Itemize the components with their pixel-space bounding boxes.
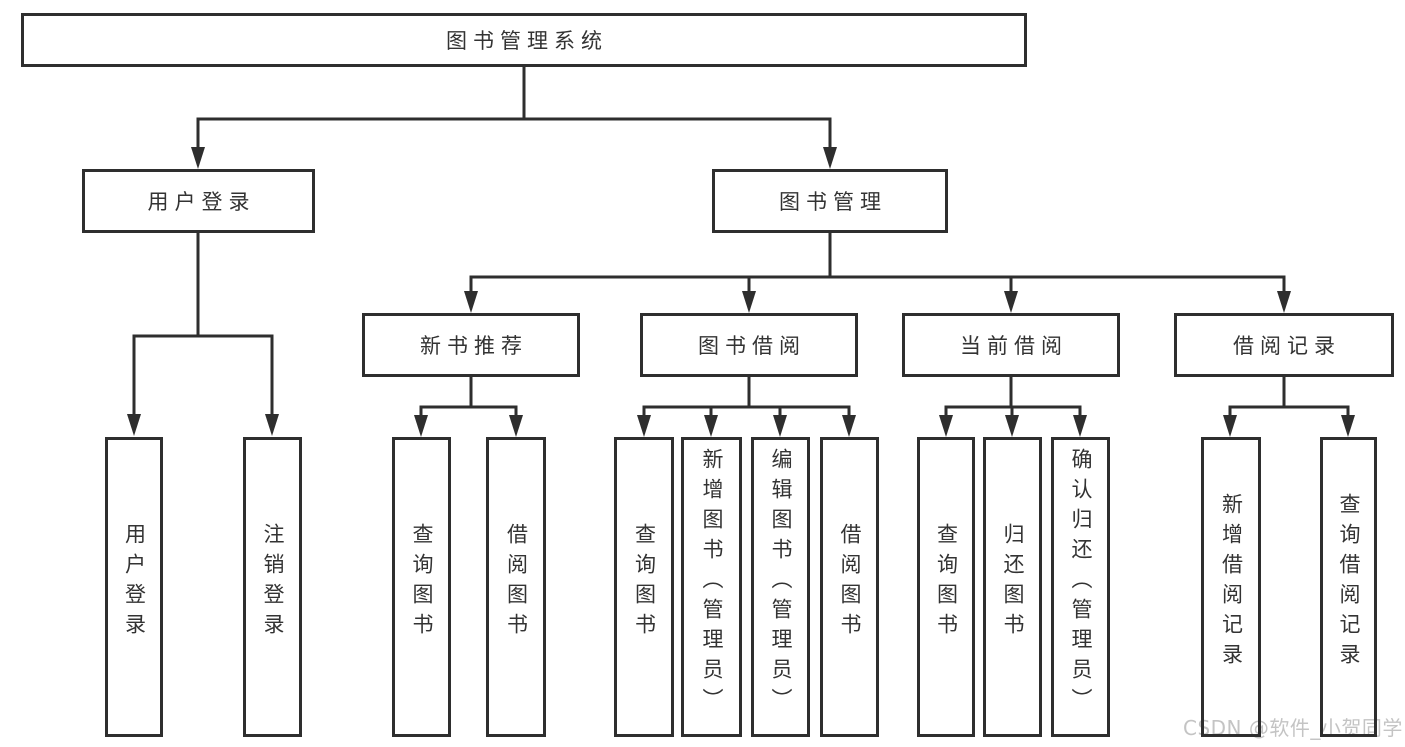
arrowhead-icon [637,415,651,437]
leaf-edit-book-admin: 编辑图书（管理员） [751,437,810,737]
leaf-user-login: 用户登录 [105,437,163,737]
arrowhead-icon [191,147,205,169]
leaf-label: 查询图书 [410,522,434,643]
leaf-label: 查询图书 [632,522,657,643]
node-label: 图书借阅 [698,334,806,358]
arrowhead-icon [1073,415,1087,437]
leaf-label: 编辑图书（管理员） [769,447,793,718]
leaf-query-borrow-record: 查询借阅记录 [1320,437,1377,737]
arrowhead-icon [265,414,279,436]
leaf-query-books-current: 查询图书 [917,437,975,737]
leaf-confirm-return-admin: 确认归还（管理员） [1051,437,1110,737]
node-label: 图书管理 [779,190,887,214]
leaf-query-books-borrowing: 查询图书 [614,437,674,737]
leaf-label: 借阅图书 [504,522,529,643]
node-borrowing-records: 借阅记录 [1174,313,1394,377]
arrowhead-icon [127,414,141,436]
arrowhead-icon [1341,415,1355,437]
node-library-management-system: 图书管理系统 [21,13,1027,67]
arrowhead-icon [704,415,718,437]
arrowhead-icon [939,415,953,437]
leaf-label: 用户登录 [122,522,147,643]
node-label: 借阅记录 [1233,334,1341,358]
leaf-query-books-recommendation: 查询图书 [392,437,451,737]
leaf-borrow-books-recommendation: 借阅图书 [486,437,546,737]
leaf-add-book-admin: 新增图书（管理员） [681,437,742,737]
leaf-label: 新增图书（管理员） [700,447,724,718]
node-label: 新书推荐 [420,334,528,358]
leaf-label: 新增借阅记录 [1219,492,1244,673]
arrowhead-icon [1005,415,1019,437]
arrowhead-icon [414,415,428,437]
arrowhead-icon [773,415,787,437]
leaf-label: 查询借阅记录 [1337,492,1361,673]
leaf-label: 确认归还（管理员） [1069,447,1093,718]
arrowhead-icon [842,415,856,437]
node-new-book-recommendation: 新书推荐 [362,313,580,377]
arrowhead-icon [464,291,478,313]
node-label: 图书管理系统 [446,29,608,53]
arrowhead-icon [742,291,756,313]
leaf-label: 注销登录 [261,522,285,643]
arrowhead-icon [1277,291,1291,313]
arrowhead-icon [1004,291,1018,313]
leaf-add-borrow-record: 新增借阅记录 [1201,437,1261,737]
arrowhead-icon [823,147,837,169]
leaf-label: 归还图书 [1001,522,1025,643]
arrowhead-icon [1223,415,1237,437]
leaf-label: 借阅图书 [838,522,862,643]
watermark: CSDN @软件_小贺同学 [1183,716,1403,740]
node-user-login: 用户登录 [82,169,315,233]
leaf-label: 查询图书 [934,522,959,643]
node-book-borrowing: 图书借阅 [640,313,858,377]
node-label: 用户登录 [147,190,256,214]
node-current-borrowing: 当前借阅 [902,313,1120,377]
leaf-return-books: 归还图书 [983,437,1042,737]
leaf-borrow-books-borrowing: 借阅图书 [820,437,879,737]
arrowhead-icon [509,415,523,437]
leaf-logout: 注销登录 [243,437,302,737]
node-book-management: 图书管理 [712,169,948,233]
node-label: 当前借阅 [960,334,1068,358]
